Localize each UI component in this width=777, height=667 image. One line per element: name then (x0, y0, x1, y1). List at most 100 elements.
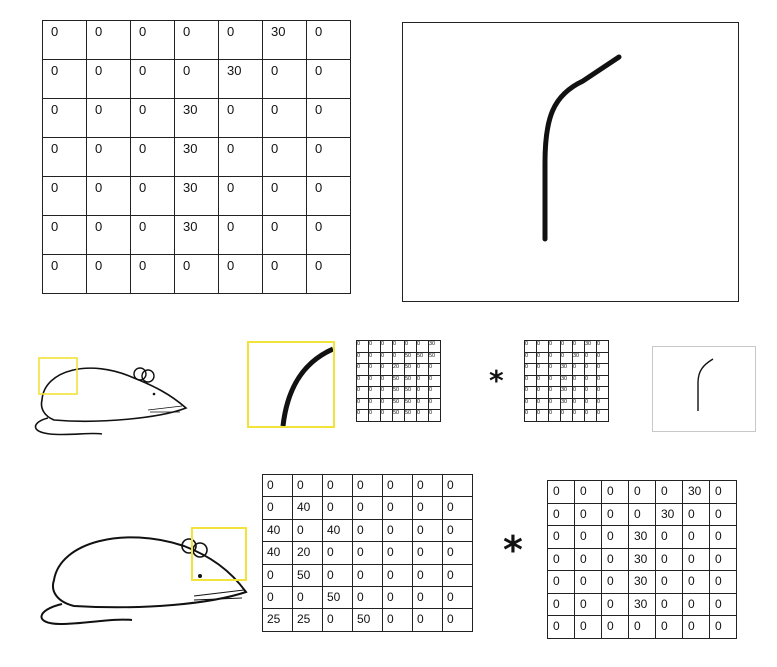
grid-cell: 0 (574, 615, 602, 639)
zoomed-curve-patch (247, 341, 335, 428)
grid-cell: 0 (404, 340, 417, 353)
grid-cell: 30 (428, 340, 441, 353)
grid-cell: 0 (548, 374, 561, 387)
grid-cell: 20 (292, 541, 323, 565)
grid-cell: 0 (536, 386, 549, 399)
grid-cell: 0 (42, 20, 87, 60)
grid-cell: 0 (306, 254, 351, 294)
grid-cell: 0 (572, 340, 585, 353)
grid-cell: 0 (356, 397, 369, 410)
curve-line-large (542, 54, 622, 242)
grid-cell: 0 (382, 496, 413, 520)
grid-cell: 0 (174, 254, 219, 294)
grid-cell: 0 (596, 363, 609, 376)
grid-cell: 0 (548, 397, 561, 410)
grid-cell: 0 (382, 518, 413, 543)
grid-cell: 0 (322, 541, 353, 565)
grid-cell: 0 (560, 351, 573, 364)
grid-cell: 0 (130, 98, 175, 138)
grid-cell: 0 (548, 340, 561, 353)
grid-cell: 20 (392, 363, 405, 376)
grid-cell: 0 (428, 374, 441, 387)
grid-cell: 0 (601, 547, 629, 571)
grid-cell: 0 (628, 502, 656, 526)
grid-cell: 30 (628, 525, 656, 549)
grid-cell: 0 (524, 351, 537, 364)
grid-cell: 0 (262, 59, 307, 99)
grid-cell: 0 (42, 176, 87, 216)
grid-cell: 0 (655, 547, 683, 571)
grid-cell: 0 (352, 563, 383, 587)
kernel-visualization-small (652, 346, 756, 432)
grid-cell: 0 (42, 215, 87, 255)
grid-cell: 0 (352, 496, 383, 520)
grid-cell: 0 (262, 254, 307, 294)
grid-cell: 40 (322, 518, 353, 543)
grid-cell: 0 (584, 351, 597, 364)
grid-cell: 0 (262, 176, 307, 216)
grid-cell: 50 (428, 351, 441, 364)
grid-cell: 0 (536, 363, 549, 376)
grid-cell: 0 (682, 502, 710, 526)
grid-cell: 0 (584, 363, 597, 376)
grid-cell: 50 (404, 397, 417, 410)
grid-cell: 0 (536, 340, 549, 353)
zoomed-curve-line (280, 346, 335, 427)
grid-cell: 30 (560, 397, 573, 410)
grid-cell: 0 (86, 176, 131, 216)
grid-cell: 0 (584, 386, 597, 399)
grid-cell: 0 (322, 608, 353, 632)
grid-cell: 50 (322, 585, 353, 610)
grid-cell: 0 (548, 409, 561, 422)
grid-cell: 0 (596, 374, 609, 387)
grid-cell: 30 (218, 59, 263, 99)
grid-cell: 0 (392, 351, 405, 364)
grid-cell: 0 (574, 570, 602, 594)
grid-cell: 0 (412, 608, 443, 632)
grid-cell: 0 (412, 541, 443, 565)
grid-cell: 30 (174, 98, 219, 138)
grid-cell: 50 (416, 351, 429, 364)
grid-cell: 0 (382, 541, 413, 565)
grid-cell: 0 (655, 570, 683, 594)
grid-cell: 0 (416, 374, 429, 387)
grid-cell: 50 (404, 351, 417, 364)
grid-cell: 0 (174, 59, 219, 99)
grid-cell: 0 (218, 254, 263, 294)
grid-cell: 0 (368, 374, 381, 387)
grid-cell: 0 (442, 518, 473, 543)
grid-cell: 30 (628, 592, 656, 616)
grid-cell: 0 (262, 137, 307, 177)
grid-cell: 0 (655, 480, 683, 504)
grid-cell: 30 (560, 374, 573, 387)
grid-cell: 0 (709, 547, 737, 571)
grid-cell: 0 (356, 340, 369, 353)
grid-cell: 0 (442, 563, 473, 587)
grid-cell: 0 (86, 137, 131, 177)
grid-cell: 30 (560, 363, 573, 376)
grid-cell: 0 (218, 176, 263, 216)
grid-cell: 0 (380, 397, 393, 410)
grid-cell: 0 (709, 592, 737, 616)
grid-cell: 0 (356, 374, 369, 387)
grid-cell: 0 (412, 563, 443, 587)
grid-cell: 0 (524, 340, 537, 353)
grid-cell: 0 (380, 386, 393, 399)
grid-cell: 0 (547, 525, 575, 549)
grid-cell: 0 (601, 615, 629, 639)
grid-cell: 0 (306, 137, 351, 177)
